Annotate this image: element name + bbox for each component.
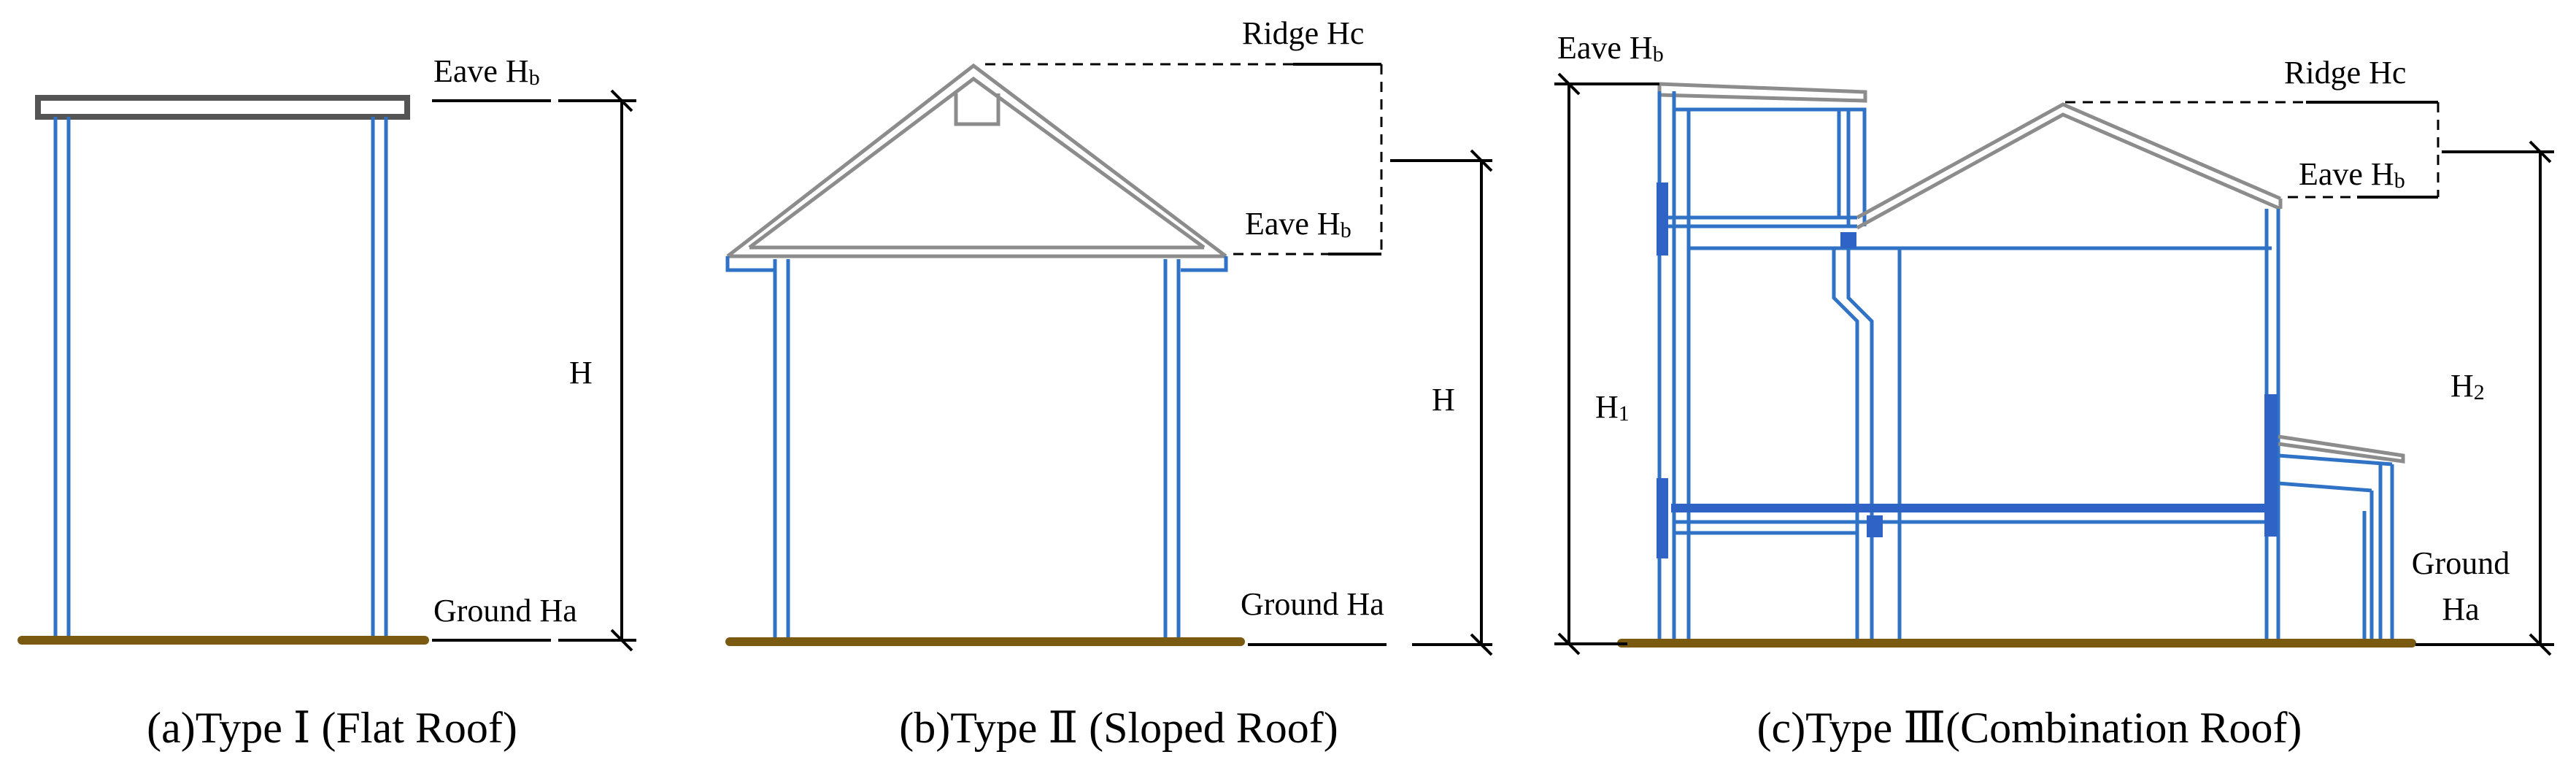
panel-c-right-dims (2065, 101, 2554, 656)
left-wall-solid-upper (1657, 183, 1668, 256)
lean-to-annex (2278, 434, 2405, 644)
right-wall-solid (2264, 394, 2278, 537)
panel-b-eave-overhang (725, 256, 1228, 272)
panel-c-ground-label-line2: Ha (2442, 591, 2479, 627)
panel-b-ridge-eave-dims (985, 63, 1383, 256)
panel-b-caption: (b)Type Ⅱ (Sloped Roof) (899, 704, 1338, 752)
panel-a-flat-roof: Eave Hb H Ground Ha (a)Type Ⅰ (Flat Roof… (18, 53, 636, 752)
tower-flat-roof (1657, 82, 1867, 103)
panel-c-h1-label: H1 (1595, 389, 1630, 426)
panel-a-left-wall (53, 117, 71, 639)
flat-roof-slab (35, 95, 410, 120)
panel-c-eave-left-label: Eave Hb (1557, 30, 1664, 66)
floor-slab (1671, 504, 2277, 537)
tower-box (1666, 101, 1867, 228)
floor-beam (1867, 515, 1883, 537)
panel-b-height-label: H (1432, 382, 1455, 418)
panel-c-interior (1689, 232, 2272, 644)
panel-c-gable-roof (1856, 102, 2283, 230)
panel-c-left-height-dimension (1554, 72, 1659, 656)
panel-a-right-wall (371, 117, 388, 639)
panel-c-combination-roof: Eave Hb Ridge Hc Eave Hb H1 H2 Ground Ha… (1554, 30, 2554, 752)
panel-b-height-dimension (1248, 149, 1493, 656)
panel-c-ground-label-line1: Ground (2412, 545, 2510, 581)
panel-c-eave-right-label: Eave Hb (2299, 156, 2405, 193)
panel-a-caption: (a)Type Ⅰ (Flat Roof) (147, 704, 517, 752)
tower-floor-solid (1840, 232, 1856, 248)
gable-roof (726, 63, 1227, 258)
panel-b-ground-label: Ground Ha (1241, 586, 1384, 622)
panel-c-caption: (c)Type Ⅲ(Combination Roof) (1757, 704, 2302, 752)
panel-b-sloped-roof: Ridge Hc Eave Hb H Ground Ha (b)Type Ⅱ (… (725, 15, 1493, 752)
panel-b-left-wall (773, 259, 790, 641)
panel-c-right-wall (2264, 209, 2280, 644)
panel-c-h2-label: H2 (2450, 368, 2485, 404)
panel-a-height-dimension (432, 89, 636, 652)
panel-a-height-label: H (569, 355, 593, 391)
panel-b-ridge-label: Ridge Hc (1242, 15, 1364, 51)
left-wall-solid-lower (1657, 478, 1668, 558)
panel-a-eave-label: Eave Hb (433, 53, 540, 90)
panel-b-right-wall (1163, 259, 1181, 641)
panel-c-ridge-label: Ridge Hc (2284, 55, 2406, 91)
panel-b-eave-label: Eave Hb (1245, 206, 1351, 242)
panel-c-left-wall (1657, 91, 1691, 644)
panel-a-ground-label: Ground Ha (433, 593, 577, 629)
